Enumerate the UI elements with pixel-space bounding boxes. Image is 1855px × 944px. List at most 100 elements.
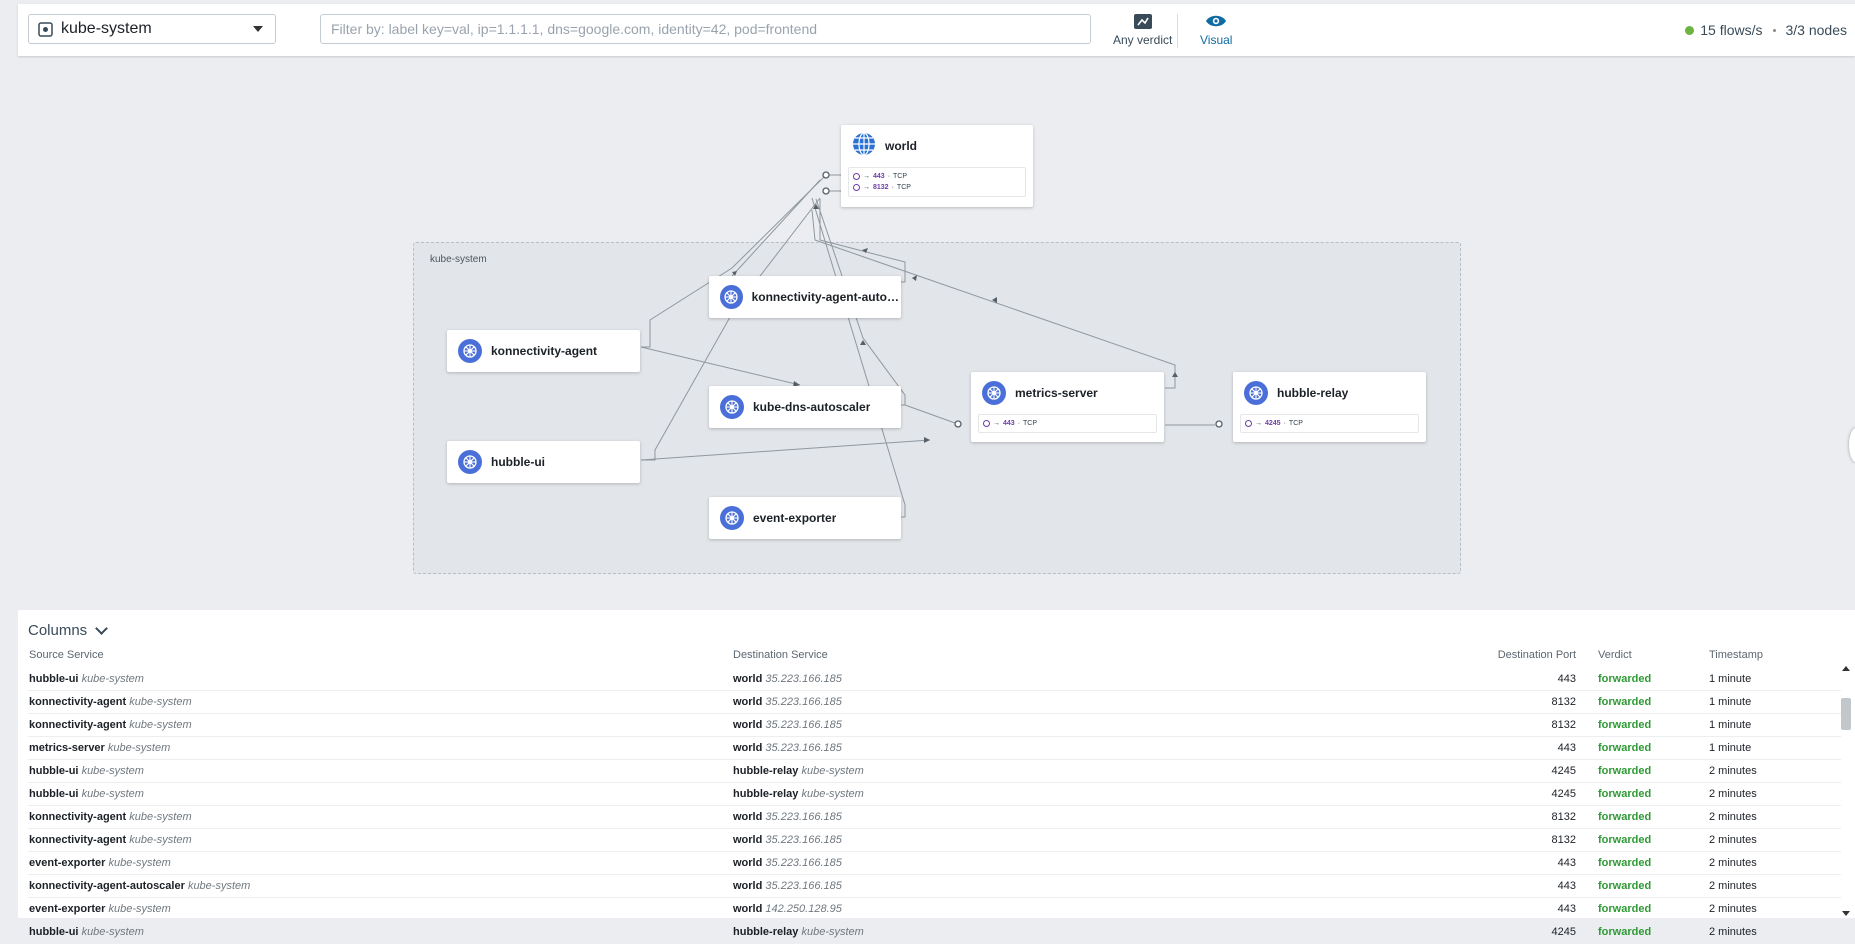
port-dot-icon [983, 420, 990, 427]
destination-detail: 35.223.166.185 [765, 834, 842, 846]
service-card-konnectivity-agent[interactable]: konnectivity-agent [447, 330, 640, 372]
port-dot-icon [853, 173, 860, 180]
flows-table: Source Service Destination Service Desti… [28, 642, 1841, 944]
destination-cell: world 35.223.166.185 [732, 690, 1432, 714]
kubernetes-icon [720, 395, 744, 419]
timestamp-cell: 2 minutes [1687, 920, 1841, 944]
source-namespace: kube-system [108, 857, 171, 869]
verdict-cell: forwarded [1597, 713, 1687, 737]
destination-service: world [733, 811, 763, 823]
verdict-cell: forwarded [1597, 805, 1687, 829]
destination-detail: 35.223.166.185 [765, 742, 842, 754]
top-bar: kube-system Any verdict Visual 15 flows/… [18, 4, 1855, 56]
destination-cell: world 35.223.166.185 [732, 828, 1432, 852]
service-card-header: hubble-relay [1233, 372, 1426, 414]
columns-button[interactable]: Columns [28, 622, 109, 639]
verdict-cell: forwarded [1597, 874, 1687, 898]
scroll-up-icon[interactable] [1842, 666, 1850, 671]
service-name: metrics-server [1015, 386, 1098, 400]
verdict-cell: forwarded [1597, 920, 1687, 944]
header-destination-service[interactable]: Destination Service [733, 649, 828, 661]
source-cell: hubble-ui kube-system [28, 920, 732, 944]
service-name: hubble-relay [1277, 386, 1349, 400]
namespace-selector[interactable]: kube-system [28, 14, 276, 44]
timestamp-cell: 2 minutes [1687, 897, 1841, 921]
verdict-cell: forwarded [1597, 690, 1687, 714]
flows-panel: Columns Source Service Destination Servi… [18, 610, 1855, 944]
table-scrollbar[interactable] [1841, 666, 1851, 916]
service-card-event-exporter[interactable]: event-exporter [709, 497, 901, 539]
scroll-down-icon[interactable] [1842, 911, 1850, 916]
service-card-hubble-ui[interactable]: hubble-ui [447, 441, 640, 483]
destination-cell: hubble-relay kube-system [732, 782, 1432, 806]
source-service: metrics-server [29, 742, 105, 754]
visual-toggle-button[interactable]: Visual [1200, 12, 1232, 52]
destination-port: 4245 [1432, 759, 1577, 783]
source-cell: hubble-ui kube-system [28, 782, 732, 806]
verdict-cell: forwarded [1597, 897, 1687, 921]
source-namespace: kube-system [187, 880, 251, 892]
source-cell: konnectivity-agent kube-system [28, 713, 732, 737]
destination-service: hubble-relay [733, 765, 799, 777]
verdict-cell: forwarded [1597, 828, 1687, 852]
verdict-cell: forwarded [1597, 736, 1687, 760]
source-service: event-exporter [29, 903, 106, 915]
side-panel-handle[interactable] [1849, 428, 1855, 462]
service-card-header: konnectivity-agent-autosc... [709, 276, 901, 318]
timestamp-cell: 1 minute [1687, 690, 1841, 714]
service-card-hubble-relay[interactable]: hubble-relay →4245·TCP [1233, 372, 1426, 442]
destination-detail: kube-system [801, 765, 864, 777]
port-protocol: TCP [1288, 420, 1303, 427]
destination-port: 443 [1432, 874, 1577, 898]
header-timestamp[interactable]: Timestamp [1709, 649, 1763, 661]
destination-cell: hubble-relay kube-system [732, 759, 1432, 783]
service-card-world[interactable]: world →443·TCP →8132·TCP [841, 125, 1033, 207]
service-card-kube-dns-autoscaler[interactable]: kube-dns-autoscaler [709, 386, 901, 428]
port-protocol: TCP [896, 184, 911, 191]
destination-port: 443 [1432, 668, 1577, 691]
destination-detail: 35.223.166.185 [765, 811, 842, 823]
source-cell: metrics-server kube-system [28, 736, 732, 760]
port-dot-icon [853, 184, 860, 191]
service-name: event-exporter [753, 511, 837, 525]
destination-cell: world 35.223.166.185 [732, 668, 1432, 691]
destination-port: 4245 [1432, 920, 1577, 944]
destination-service: world [733, 903, 763, 915]
source-service: event-exporter [29, 857, 106, 869]
table-row[interactable]: konnectivity-agent-autoscaler kube-syste… [28, 874, 1841, 898]
port-protocol: TCP [893, 173, 908, 180]
service-name: kube-dns-autoscaler [753, 400, 871, 414]
destination-service: world [733, 834, 763, 846]
arrow-right-icon: → [863, 173, 870, 180]
header-destination-port[interactable]: Destination Port [1497, 649, 1576, 661]
destination-cell: world 35.223.166.185 [732, 874, 1432, 898]
scroll-thumb[interactable] [1841, 698, 1851, 730]
service-card-konnectivity-agent-autoscaler[interactable]: konnectivity-agent-autosc... [709, 276, 901, 318]
destination-cell: world 142.250.128.95 [732, 897, 1432, 921]
service-card-metrics-server[interactable]: metrics-server →443·TCP [971, 372, 1164, 442]
service-name: world [885, 139, 917, 153]
destination-detail: 35.223.166.185 [765, 673, 842, 685]
timestamp-cell: 2 minutes [1687, 805, 1841, 829]
kubernetes-icon [1244, 381, 1268, 405]
destination-service: world [733, 696, 763, 708]
verdict-filter-button[interactable]: Any verdict [1113, 12, 1172, 52]
source-service: konnectivity-agent [29, 834, 127, 846]
filter-input[interactable] [320, 14, 1091, 44]
source-cell: hubble-ui kube-system [28, 668, 732, 691]
header-source-service[interactable]: Source Service [29, 649, 104, 661]
verdict-cell: forwarded [1597, 782, 1687, 806]
header-verdict[interactable]: Verdict [1598, 649, 1632, 661]
destination-cell: world 35.223.166.185 [732, 736, 1432, 760]
